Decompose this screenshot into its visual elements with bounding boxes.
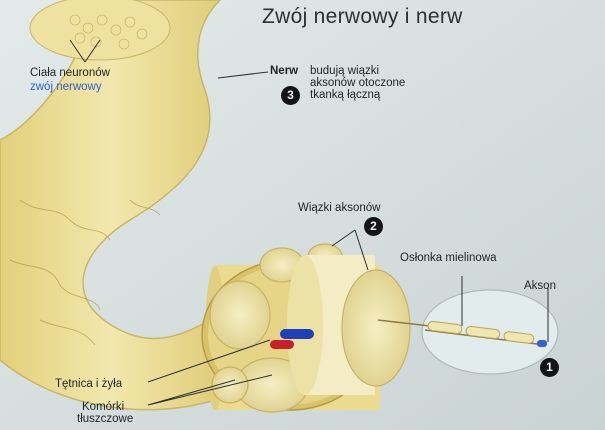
badge-one: 1 <box>540 358 559 377</box>
vein <box>270 340 294 349</box>
label-nerve-desc-1: budują wiązki <box>310 65 380 77</box>
label-fat-cells-2: tłuszczowe <box>77 413 134 425</box>
label-fat-cells-1: Komórki <box>82 401 125 413</box>
axon-extension <box>377 319 431 327</box>
page-title: Zwój nerwowy i nerw <box>262 5 463 28</box>
cross-section-bundles <box>209 243 343 413</box>
label-nerve-desc-2: aksonów otoczone <box>310 77 406 89</box>
label-artery-vein: Tętnica i żyła <box>55 378 123 390</box>
bundle-end <box>341 269 411 387</box>
label-nerve-desc-3: tkanką łączną <box>310 89 381 101</box>
myelinated-axon <box>424 320 547 347</box>
label-neuron-bodies: Ciała neuronów <box>30 67 110 79</box>
badge-two: 2 <box>364 217 383 236</box>
artery <box>280 329 314 339</box>
badge-three: 3 <box>281 86 300 105</box>
leader-lines <box>69 39 549 406</box>
label-ganglion: zwój nerwowy <box>30 81 102 93</box>
label-axon-bundles: Wiązki aksonów <box>298 202 381 214</box>
ganglion <box>29 0 171 61</box>
ganglion-texture <box>69 14 148 50</box>
label-nerve: Nerw <box>270 65 299 77</box>
label-axon: Akson <box>524 280 556 292</box>
surface-vessels <box>9 199 161 346</box>
label-myelin-sheath: Osłonka mielinowa <box>400 252 497 264</box>
